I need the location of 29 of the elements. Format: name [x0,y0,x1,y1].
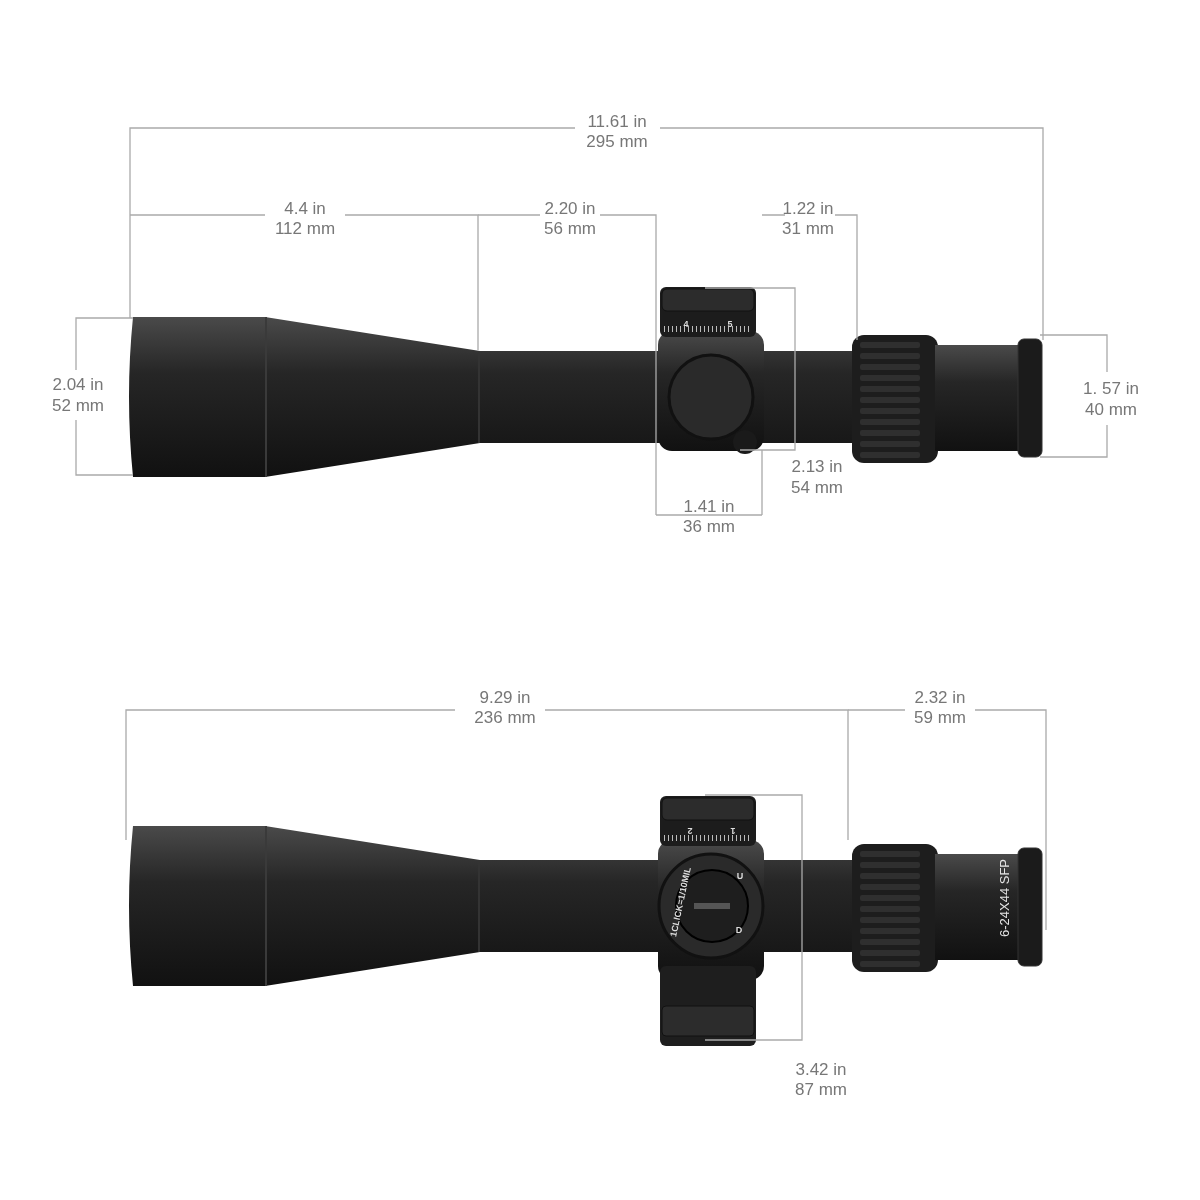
scope-marking: 5 [727,319,733,329]
dimension-label: 112 mm [274,219,336,237]
dimension-label: 59 mm [914,708,966,726]
dimension-label: 36 mm [683,517,735,535]
scope-marking: D [735,925,743,935]
dimension-label: 2.32 in [914,688,966,706]
scope-marking: 4 [683,319,689,329]
dimension-label: 1. 57 in [1083,379,1139,397]
dimension-label: 1.22 in [782,199,834,217]
dimension-label: 11.61 in [587,112,647,130]
dimension-label: 9.29 in [479,688,531,706]
dimension-label: 1.41 in [683,497,735,515]
dimension-label: 40 mm [1085,400,1137,418]
dimension-label: 31 mm [782,219,834,237]
dimension-label: 2.20 in [544,199,596,217]
dimension-label: 54 mm [791,478,843,496]
dimension-label: 236 mm [474,708,536,726]
scope-marking: 6-24X44 SFP [997,859,1011,937]
dimension-label: 295 mm [586,132,648,150]
dimension-label: 2.13 in [791,457,843,475]
scope-marking: U [736,871,744,881]
dimension-label: 52 mm [52,396,104,414]
dimension-label: 3.42 in [795,1060,847,1078]
scope-marking: 2 [687,825,693,835]
dimension-label: 56 mm [544,219,596,237]
dimension-label: 2.04 in [52,375,104,393]
scope-marking: 1 [730,825,736,835]
dimension-label: 87 mm [795,1080,847,1098]
dimension-label: 4.4 in [284,199,326,217]
